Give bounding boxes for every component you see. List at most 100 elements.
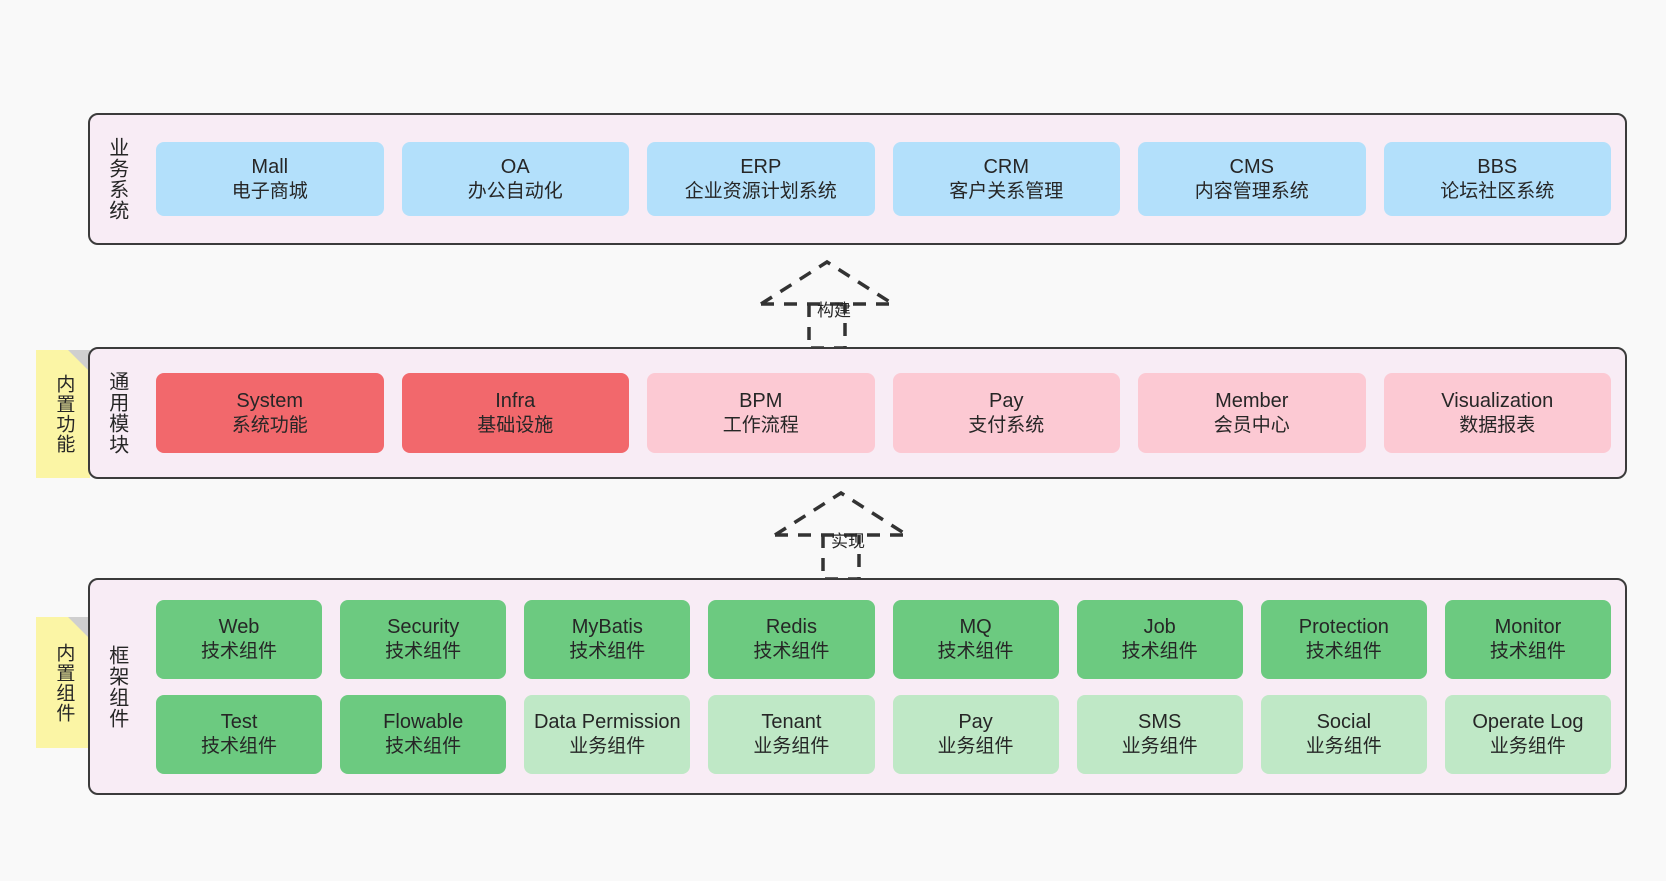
node-subtitle: 论坛社区系统 <box>1440 180 1555 202</box>
node-subtitle: 技术组件 <box>1121 640 1198 662</box>
node-title: Job <box>1143 616 1176 639</box>
node-title: Data Permission <box>533 711 681 734</box>
node-redis[interactable]: Redis 技术组件 <box>708 599 875 679</box>
node-title: Visualization <box>1441 390 1554 413</box>
node-visualization[interactable]: Visualization 数据报表 <box>1383 373 1611 453</box>
node-pay-business[interactable]: Pay 业务组件 <box>892 694 1059 774</box>
node-erp[interactable]: ERP 企业资源计划系统 <box>647 142 875 216</box>
node-data-permission[interactable]: Data Permission 业务组件 <box>524 694 691 774</box>
node-mq[interactable]: MQ 技术组件 <box>892 599 1059 679</box>
node-subtitle: 基础设施 <box>477 414 554 436</box>
node-security[interactable]: Security 技术组件 <box>340 599 507 679</box>
layer-framework-component: 框架组件 Web 技术组件 Security 技术组件 MyBatis 技术组件… <box>88 578 1627 795</box>
node-subtitle: 业务组件 <box>569 735 646 757</box>
node-subtitle: 办公自动化 <box>467 180 563 202</box>
node-title: Redis <box>765 616 817 639</box>
node-title: OA <box>500 156 530 179</box>
node-title: BPM <box>739 390 783 413</box>
layer-common-module: 通用模块 System 系统功能 Infra 基础设施 BPM 工作流程 Pay… <box>88 347 1627 479</box>
node-title: Flowable <box>383 711 464 734</box>
layer-row: Web 技术组件 Security 技术组件 MyBatis 技术组件 Redi… <box>156 599 1611 679</box>
connector-label-build: 构建 <box>817 301 851 320</box>
connector-implement: 实现 <box>771 489 941 581</box>
node-subtitle: 电子商城 <box>231 180 308 202</box>
node-subtitle: 技术组件 <box>569 640 646 662</box>
node-subtitle: 业务组件 <box>753 735 830 757</box>
node-bbs[interactable]: BBS 论坛社区系统 <box>1383 142 1611 216</box>
node-flowable[interactable]: Flowable 技术组件 <box>340 694 507 774</box>
node-subtitle: 技术组件 <box>201 640 278 662</box>
node-subtitle: 业务组件 <box>1121 735 1198 757</box>
node-oa[interactable]: OA 办公自动化 <box>401 142 629 216</box>
node-mybatis[interactable]: MyBatis 技术组件 <box>524 599 691 679</box>
node-title: ERP <box>740 156 782 179</box>
node-subtitle: 技术组件 <box>753 640 830 662</box>
node-title: Pay <box>989 390 1024 413</box>
node-operate-log[interactable]: Operate Log 业务组件 <box>1444 694 1611 774</box>
connector-label-implement: 实现 <box>831 532 865 551</box>
node-title: MyBatis <box>571 616 643 639</box>
node-subtitle: 技术组件 <box>1489 640 1566 662</box>
connector-build: 构建 <box>757 258 927 350</box>
node-mall[interactable]: Mall 电子商城 <box>156 142 384 216</box>
layer-row: Test 技术组件 Flowable 技术组件 Data Permission … <box>156 694 1611 774</box>
dashed-generalization-arrow-icon <box>760 259 894 350</box>
node-subtitle: 支付系统 <box>968 414 1045 436</box>
node-job[interactable]: Job 技术组件 <box>1076 599 1243 679</box>
node-protection[interactable]: Protection 技术组件 <box>1260 599 1427 679</box>
node-subtitle: 会员中心 <box>1213 414 1290 436</box>
layer-body-business: Mall 电子商城 OA 办公自动化 ERP 企业资源计划系统 CRM 客户关系… <box>142 115 1625 243</box>
node-subtitle: 数据报表 <box>1459 414 1536 436</box>
sticky-note-label: 内置功能 <box>53 374 75 454</box>
node-title: Test <box>220 711 258 734</box>
node-cms[interactable]: CMS 内容管理系统 <box>1138 142 1366 216</box>
node-subtitle: 技术组件 <box>1305 640 1382 662</box>
node-subtitle: 客户关系管理 <box>949 180 1064 202</box>
layer-row: System 系统功能 Infra 基础设施 BPM 工作流程 Pay 支付系统… <box>156 373 1611 453</box>
node-subtitle: 工作流程 <box>722 414 799 436</box>
node-title: Infra <box>495 390 536 413</box>
sticky-note-builtin-function: 内置功能 <box>36 350 90 478</box>
layer-title-common: 通用模块 <box>105 371 128 455</box>
layer-title-framework: 框架组件 <box>105 644 128 729</box>
node-subtitle: 技术组件 <box>385 640 462 662</box>
node-title: Monitor <box>1494 616 1562 639</box>
node-test[interactable]: Test 技术组件 <box>156 694 323 774</box>
node-subtitle: 业务组件 <box>937 735 1014 757</box>
node-subtitle: 业务组件 <box>1489 735 1566 757</box>
node-pay[interactable]: Pay 支付系统 <box>892 373 1120 453</box>
node-title: Web <box>218 616 260 639</box>
node-title: System <box>236 390 304 413</box>
node-system[interactable]: System 系统功能 <box>156 373 384 453</box>
layer-body-common: System 系统功能 Infra 基础设施 BPM 工作流程 Pay 支付系统… <box>142 349 1625 477</box>
node-subtitle: 技术组件 <box>201 735 278 757</box>
node-social[interactable]: Social 业务组件 <box>1260 694 1427 774</box>
node-subtitle: 技术组件 <box>385 735 462 757</box>
sticky-note-builtin-component: 内置组件 <box>36 617 90 748</box>
node-subtitle: 技术组件 <box>937 640 1014 662</box>
node-crm[interactable]: CRM 客户关系管理 <box>892 142 1120 216</box>
node-title: Security <box>387 616 460 639</box>
node-title: CMS <box>1229 156 1274 179</box>
node-title: Pay <box>958 711 993 734</box>
node-subtitle: 业务组件 <box>1305 735 1382 757</box>
node-title: Operate Log <box>1472 711 1584 734</box>
node-subtitle: 企业资源计划系统 <box>684 180 837 202</box>
node-title: CRM <box>983 156 1030 179</box>
node-bpm[interactable]: BPM 工作流程 <box>647 373 875 453</box>
node-sms[interactable]: SMS 业务组件 <box>1076 694 1243 774</box>
node-subtitle: 系统功能 <box>231 414 308 436</box>
node-title: Protection <box>1298 616 1389 639</box>
node-title: SMS <box>1138 711 1182 734</box>
node-monitor[interactable]: Monitor 技术组件 <box>1444 599 1611 679</box>
node-member[interactable]: Member 会员中心 <box>1138 373 1366 453</box>
node-title: BBS <box>1477 156 1518 179</box>
node-infra[interactable]: Infra 基础设施 <box>401 373 629 453</box>
layer-row: Mall 电子商城 OA 办公自动化 ERP 企业资源计划系统 CRM 客户关系… <box>156 142 1611 216</box>
node-web[interactable]: Web 技术组件 <box>156 599 323 679</box>
layer-body-framework: Web 技术组件 Security 技术组件 MyBatis 技术组件 Redi… <box>142 580 1625 793</box>
node-title: Tenant <box>761 711 822 734</box>
node-tenant[interactable]: Tenant 业务组件 <box>708 694 875 774</box>
dashed-generalization-arrow-icon <box>774 490 908 581</box>
